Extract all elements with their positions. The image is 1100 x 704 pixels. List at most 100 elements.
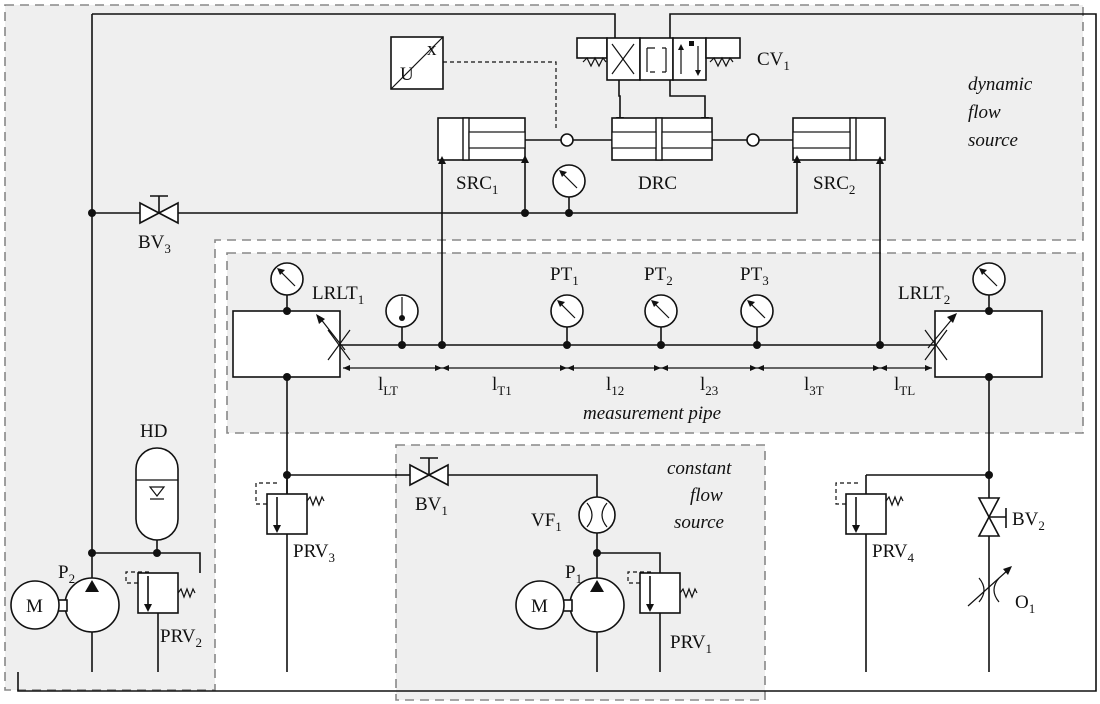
- p1-label: P: [565, 562, 576, 583]
- prv4-valve: [835, 475, 904, 672]
- svg-text:PT3: PT3: [740, 264, 769, 288]
- svg-text:lT1: lT1: [492, 374, 512, 398]
- rod-joint-left: [560, 133, 574, 147]
- o1-label: O: [1015, 592, 1029, 613]
- lt1-sub: T1: [497, 383, 511, 398]
- svg-text:PT1: PT1: [550, 264, 579, 288]
- svg-text:l3T: l3T: [804, 374, 824, 398]
- p1-sub: 1: [576, 571, 583, 586]
- drc-label: DRC: [638, 173, 677, 194]
- bv3-line: [92, 158, 798, 214]
- drc-cylinder: [611, 117, 713, 161]
- l12-sub: 12: [611, 383, 624, 398]
- o1-orifice: [967, 566, 1012, 607]
- src1-label: SRC: [456, 173, 492, 194]
- llt-sub: LT: [383, 383, 398, 398]
- svg-text:LRLT2: LRLT2: [898, 283, 950, 307]
- p2-motor-label: M: [26, 596, 43, 617]
- constant-label-3: source: [674, 512, 724, 533]
- svg-text:LRLT1: LRLT1: [312, 283, 364, 307]
- lrlt2-label: LRLT: [898, 283, 944, 304]
- dynamic-label-1: dynamic: [968, 74, 1033, 95]
- svg-text:lLT: lLT: [378, 374, 398, 398]
- pt2-gauge: [644, 294, 678, 345]
- l23-label: l: [700, 374, 705, 395]
- cv1-sub: 1: [783, 58, 790, 73]
- pt2-sub: 2: [666, 273, 673, 288]
- bv1-valve: [396, 457, 449, 487]
- o1-sub: 1: [1029, 601, 1036, 616]
- lrlt1-label: LRLT: [312, 283, 358, 304]
- p2-motor: M: [10, 580, 60, 630]
- svg-text:PRV1: PRV1: [670, 632, 712, 656]
- prv2-label: PRV: [160, 626, 196, 647]
- dynamic-flow-source-border: [4, 4, 1084, 691]
- cv1-to-drc-right: [669, 80, 706, 120]
- svg-text:P1: P1: [565, 562, 582, 586]
- lrlt2-gauge: [972, 262, 1006, 296]
- measurement-pipe-label: measurement pipe: [583, 403, 721, 424]
- lrlt1-tank: [232, 310, 341, 378]
- lrlt1-gauge: [270, 262, 304, 296]
- svg-text:BV2: BV2: [1012, 509, 1045, 533]
- ltl-sub: TL: [899, 383, 915, 398]
- bv3-label: BV: [138, 232, 165, 253]
- pt1-label: PT: [550, 264, 573, 285]
- svg-text:SRC1: SRC1: [456, 173, 498, 197]
- measurement-pipe-border: [226, 252, 1084, 434]
- svg-text:BV1: BV1: [415, 494, 448, 518]
- bv2-sub: 2: [1038, 518, 1045, 533]
- bv1-sub: 1: [441, 503, 448, 518]
- p2-sub: 2: [69, 571, 76, 586]
- cv1-label: CV: [757, 49, 784, 70]
- svg-text:CV1: CV1: [757, 49, 790, 73]
- rod-joint-right: [746, 133, 760, 147]
- llt-label: l: [378, 374, 383, 395]
- vf1-flowmeter: [578, 496, 616, 534]
- p1-motor: M: [515, 580, 565, 630]
- vf1-sub: 1: [555, 519, 562, 534]
- bv2-valve: [977, 497, 1007, 672]
- prv1-sub: 1: [705, 641, 712, 656]
- prv1-valve: [627, 571, 698, 672]
- p1-pump: [562, 577, 625, 672]
- prv3-valve: [255, 475, 325, 535]
- ltl-label: l: [894, 374, 899, 395]
- pipe-dimension-line: [343, 365, 932, 371]
- constant-flow-source-border: [395, 444, 766, 701]
- pipe-junction-dots: [398, 341, 884, 349]
- prv4-sub: 4: [907, 550, 914, 565]
- src1-cylinder: [437, 117, 526, 161]
- svg-text:VF1: VF1: [531, 510, 562, 534]
- pt3-gauge: [740, 294, 774, 345]
- transducer-signal-line: [443, 61, 557, 131]
- pt1-gauge: [550, 294, 584, 345]
- cv1-to-drc-left: [618, 80, 621, 120]
- svg-text:P2: P2: [58, 562, 75, 586]
- hd-label: HD: [140, 421, 167, 442]
- labels: dynamic flow source constant flow source…: [58, 49, 1045, 656]
- pt3-label: PT: [740, 264, 763, 285]
- constant-label-1: constant: [667, 458, 732, 479]
- pt1-sub: 1: [572, 273, 579, 288]
- p2-label: P: [58, 562, 69, 583]
- src2-label: SRC: [813, 173, 849, 194]
- pt3-sub: 3: [762, 273, 769, 288]
- prv3-sub: 3: [328, 550, 335, 565]
- drc-pressure-gauge: [552, 164, 586, 198]
- constant-label-2: flow: [690, 485, 723, 506]
- svg-text:PRV4: PRV4: [872, 541, 914, 565]
- prv3-label: PRV: [293, 541, 329, 562]
- cv1-pressure-line: [92, 13, 616, 38]
- ux-x-label: x: [427, 39, 437, 60]
- lrlt1-sub: 1: [358, 292, 365, 307]
- cv1-return-line: [669, 13, 1097, 672]
- region-borders: [4, 4, 1084, 701]
- l12-label: l: [606, 374, 611, 395]
- vf1-label: VF: [531, 510, 555, 531]
- lrlt1-throttle: [316, 314, 351, 361]
- svg-text:PT2: PT2: [644, 264, 673, 288]
- prv2-valve: [125, 571, 196, 672]
- svg-text:l23: l23: [700, 374, 718, 398]
